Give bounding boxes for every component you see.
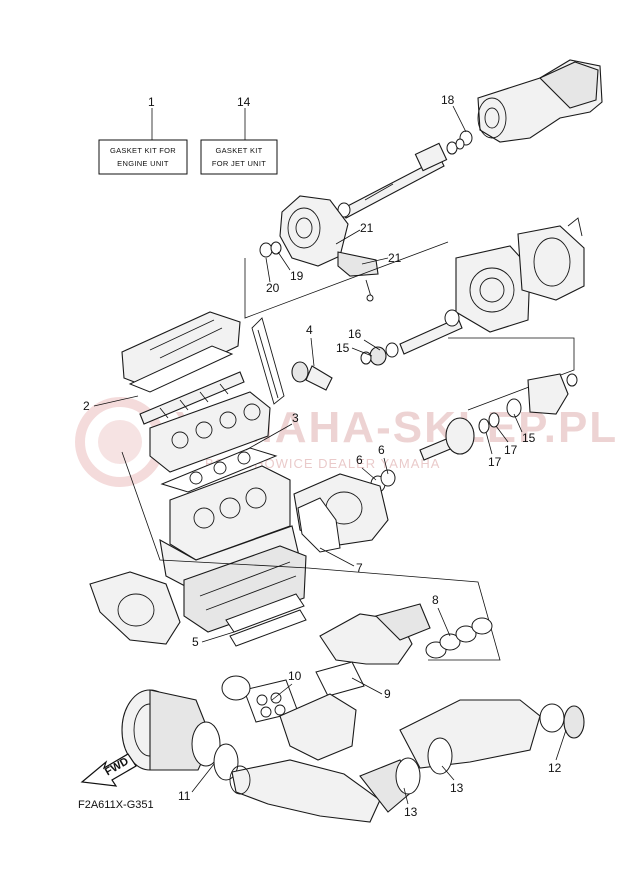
callout-13a: 13 <box>450 781 464 795</box>
cylinder-head <box>149 391 271 473</box>
callout-6b: 6 <box>378 443 385 457</box>
callout-6a: 6 <box>356 453 363 467</box>
timing-chain <box>251 317 333 405</box>
callout-21a: 21 <box>360 221 374 235</box>
group-bracket-engine <box>121 451 309 569</box>
box-engine-line2: ENGINE UNIT <box>117 159 169 168</box>
callout-12: 12 <box>548 761 562 775</box>
callout-21b: 21 <box>388 251 402 265</box>
callout-17b: 17 <box>504 443 518 457</box>
callout-14: 14 <box>237 95 251 109</box>
crankcase-gasket <box>225 593 307 647</box>
crankcase <box>183 545 307 633</box>
generator-cover <box>89 571 181 645</box>
exhaust-gaskets-8 <box>425 617 493 659</box>
exhaust-pipe-2 <box>279 693 357 761</box>
drive-shaft-upper <box>337 138 465 219</box>
callout-3: 3 <box>292 411 299 425</box>
callout-15a: 15 <box>336 341 350 355</box>
camshaft-assembly <box>139 371 245 425</box>
impeller-housing <box>455 217 585 333</box>
callout-11: 11 <box>178 789 191 803</box>
callout-18: 18 <box>441 93 455 107</box>
callouts: 2 3 4 5 6 6 7 8 9 10 11 12 13 13 15 15 1… <box>83 93 567 819</box>
exhaust-pipe-4 <box>399 699 585 775</box>
callout-19: 19 <box>290 269 304 283</box>
callout-20: 20 <box>266 281 280 295</box>
box-engine-frame <box>98 139 188 175</box>
reference-code: F2A611X-G351 <box>78 799 154 811</box>
exhaust-pipe-1 <box>319 603 431 665</box>
box-jet-line2: FOR JET UNIT <box>212 159 266 168</box>
jet-pump-housing <box>452 59 603 146</box>
callout-10: 10 <box>288 669 302 683</box>
jet-duct-housing <box>259 195 379 302</box>
callout-9: 9 <box>384 687 391 701</box>
exhaust-manifold <box>293 473 389 553</box>
callout-13b: 13 <box>404 805 418 819</box>
group-bracket-jet-lower <box>448 337 575 411</box>
water-lock-muffler <box>121 689 239 781</box>
gasket-kit-jet-box: 14 GASKET KIT FOR JET UNIT <box>200 95 278 175</box>
callout-17a: 17 <box>488 455 502 469</box>
head-gasket <box>160 447 278 493</box>
cylinder-head-cover <box>121 311 241 393</box>
gasket-kit-engine-box: 1 GASKET KIT FOR ENGINE UNIT <box>98 95 188 175</box>
callout-4: 4 <box>306 323 313 337</box>
box-jet-line1: GASKET KIT <box>215 146 262 155</box>
group-bracket-jet-upper <box>244 241 449 319</box>
callout-15b: 15 <box>522 431 536 445</box>
callout-5: 5 <box>192 635 199 649</box>
callout-1: 1 <box>148 95 155 109</box>
box-jet-frame <box>200 139 278 175</box>
box-engine-line1: GASKET KIT FOR <box>110 146 176 155</box>
callout-7: 7 <box>356 561 363 575</box>
exhaust-pipe-3 <box>229 757 421 823</box>
callout-16: 16 <box>348 327 362 341</box>
callout-2: 2 <box>83 399 90 413</box>
watermark-logo-core <box>98 420 142 464</box>
fwd-arrow-icon <box>80 753 137 787</box>
callout-8: 8 <box>432 593 439 607</box>
drive-shaft-lower <box>360 309 463 366</box>
fwd-arrow: FWD <box>80 753 137 787</box>
